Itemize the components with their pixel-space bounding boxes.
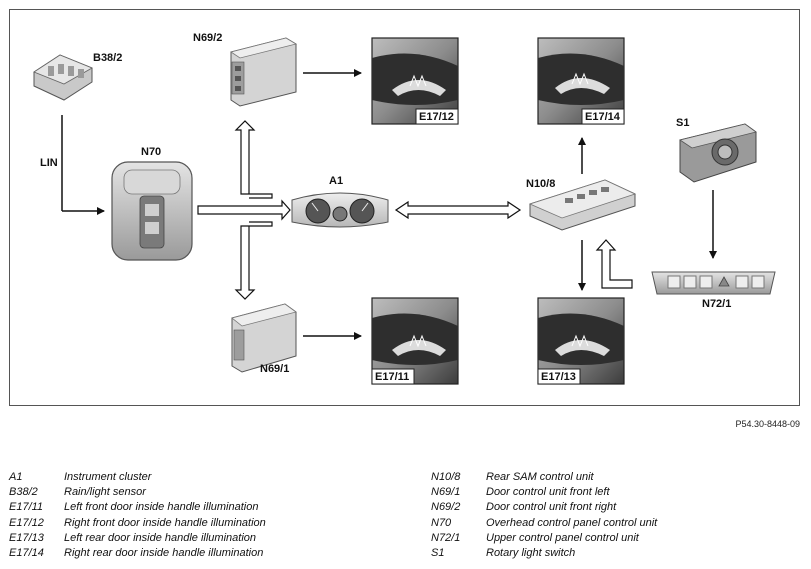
label-lin: LIN <box>40 157 58 169</box>
rear-sam-control-unit-image <box>528 179 637 231</box>
legend-code: N69/2 <box>431 501 461 514</box>
reference-code: P54.30-8448-09 <box>735 419 800 429</box>
legend-code: E17/14 <box>9 547 44 560</box>
label-b38-2: B38/2 <box>93 52 122 64</box>
hollow-arrows-n70 <box>197 120 291 300</box>
upper-control-panel-image <box>651 271 776 295</box>
legend-row: N69/2 Door control unit front right <box>431 500 657 515</box>
label-n10-8: N10/8 <box>526 178 555 190</box>
label-e17-13: E17/13 <box>541 371 576 383</box>
legend-row: N72/1 Upper control panel control unit <box>431 531 657 546</box>
legend-code: N10/8 <box>431 471 461 483</box>
label-e17-11: E17/11 <box>375 371 409 383</box>
legend-code: S1 <box>431 547 445 560</box>
legend-row: A1 Instrument cluster <box>9 470 266 485</box>
legend-row: S1 Rotary light switch <box>431 546 657 561</box>
left-rear-door-handle-illumination-image <box>537 297 625 385</box>
legend-row: N10/8 Rear SAM control unit <box>431 470 657 485</box>
legend-code: E17/12 <box>9 516 44 529</box>
legend-description: Door control unit front right <box>486 501 617 514</box>
legend-row: E17/12 Right front door inside handle ill… <box>9 516 266 531</box>
rotary-light-switch-image <box>679 123 757 183</box>
legend-description: Rotary light switch <box>486 547 576 560</box>
legend-description: Door control unit front left <box>486 486 610 499</box>
label-n70: N70 <box>141 146 161 158</box>
legend-description: Left rear door inside handle illuminatio… <box>64 531 257 544</box>
label-n69-1: N69/1 <box>260 363 289 375</box>
door-control-unit-front-right-image <box>230 37 298 107</box>
bidirectional-arrow-a1-n10-8 <box>394 200 522 220</box>
legend-code: A1 <box>9 471 23 483</box>
right-front-door-handle-illumination-image <box>371 37 459 125</box>
left-front-door-handle-illumination-image <box>371 297 459 385</box>
label-e17-14: E17/14 <box>585 111 621 123</box>
legend-code: B38/2 <box>9 486 38 499</box>
legend-code: N72/1 <box>431 531 461 544</box>
legend-code: E17/11 <box>9 501 44 514</box>
instrument-cluster-image <box>291 192 389 228</box>
legend-row: N70 Overhead control panel control unit <box>431 516 657 531</box>
legend-row: E17/13 Left rear door inside handle illum… <box>9 531 266 546</box>
legend-description: Right front door inside handle illuminat… <box>64 516 266 529</box>
right-rear-door-handle-illumination-image <box>537 37 625 125</box>
legend-description: Left front door inside handle illuminati… <box>64 501 259 514</box>
legend-description: Instrument cluster <box>64 471 152 483</box>
legend-description: Rain/light sensor <box>64 486 146 499</box>
legend-description: Right rear door inside handle illuminati… <box>64 547 264 560</box>
legend-code: N69/1 <box>431 486 461 499</box>
legend-description: Overhead control panel control unit <box>486 516 658 529</box>
legend-row: B38/2 Rain/light sensor <box>9 485 266 500</box>
label-a1: A1 <box>329 175 343 187</box>
rain-light-sensor-image <box>33 54 93 101</box>
legend-row: E17/14 Right rear door inside handle illu… <box>9 546 266 561</box>
label-n72-1: N72/1 <box>702 298 731 310</box>
legend-description: Rear SAM control unit <box>486 471 594 483</box>
legend-code: E17/13 <box>9 531 44 544</box>
legend-code: N70 <box>431 516 452 529</box>
legend-description: Upper control panel control unit <box>486 531 639 544</box>
door-control-unit-front-left-image <box>231 303 297 373</box>
label-s1: S1 <box>676 117 689 129</box>
hollow-arrow-n72-1-to-n10-8 <box>595 239 633 289</box>
label-n69-2: N69/2 <box>193 32 222 44</box>
overhead-control-panel-image <box>111 161 193 261</box>
label-e17-12: E17/12 <box>419 111 454 123</box>
legend-row: N69/1 Door control unit front left <box>431 485 657 500</box>
legend-row: E17/11 Left front door inside handle illu… <box>9 500 266 515</box>
